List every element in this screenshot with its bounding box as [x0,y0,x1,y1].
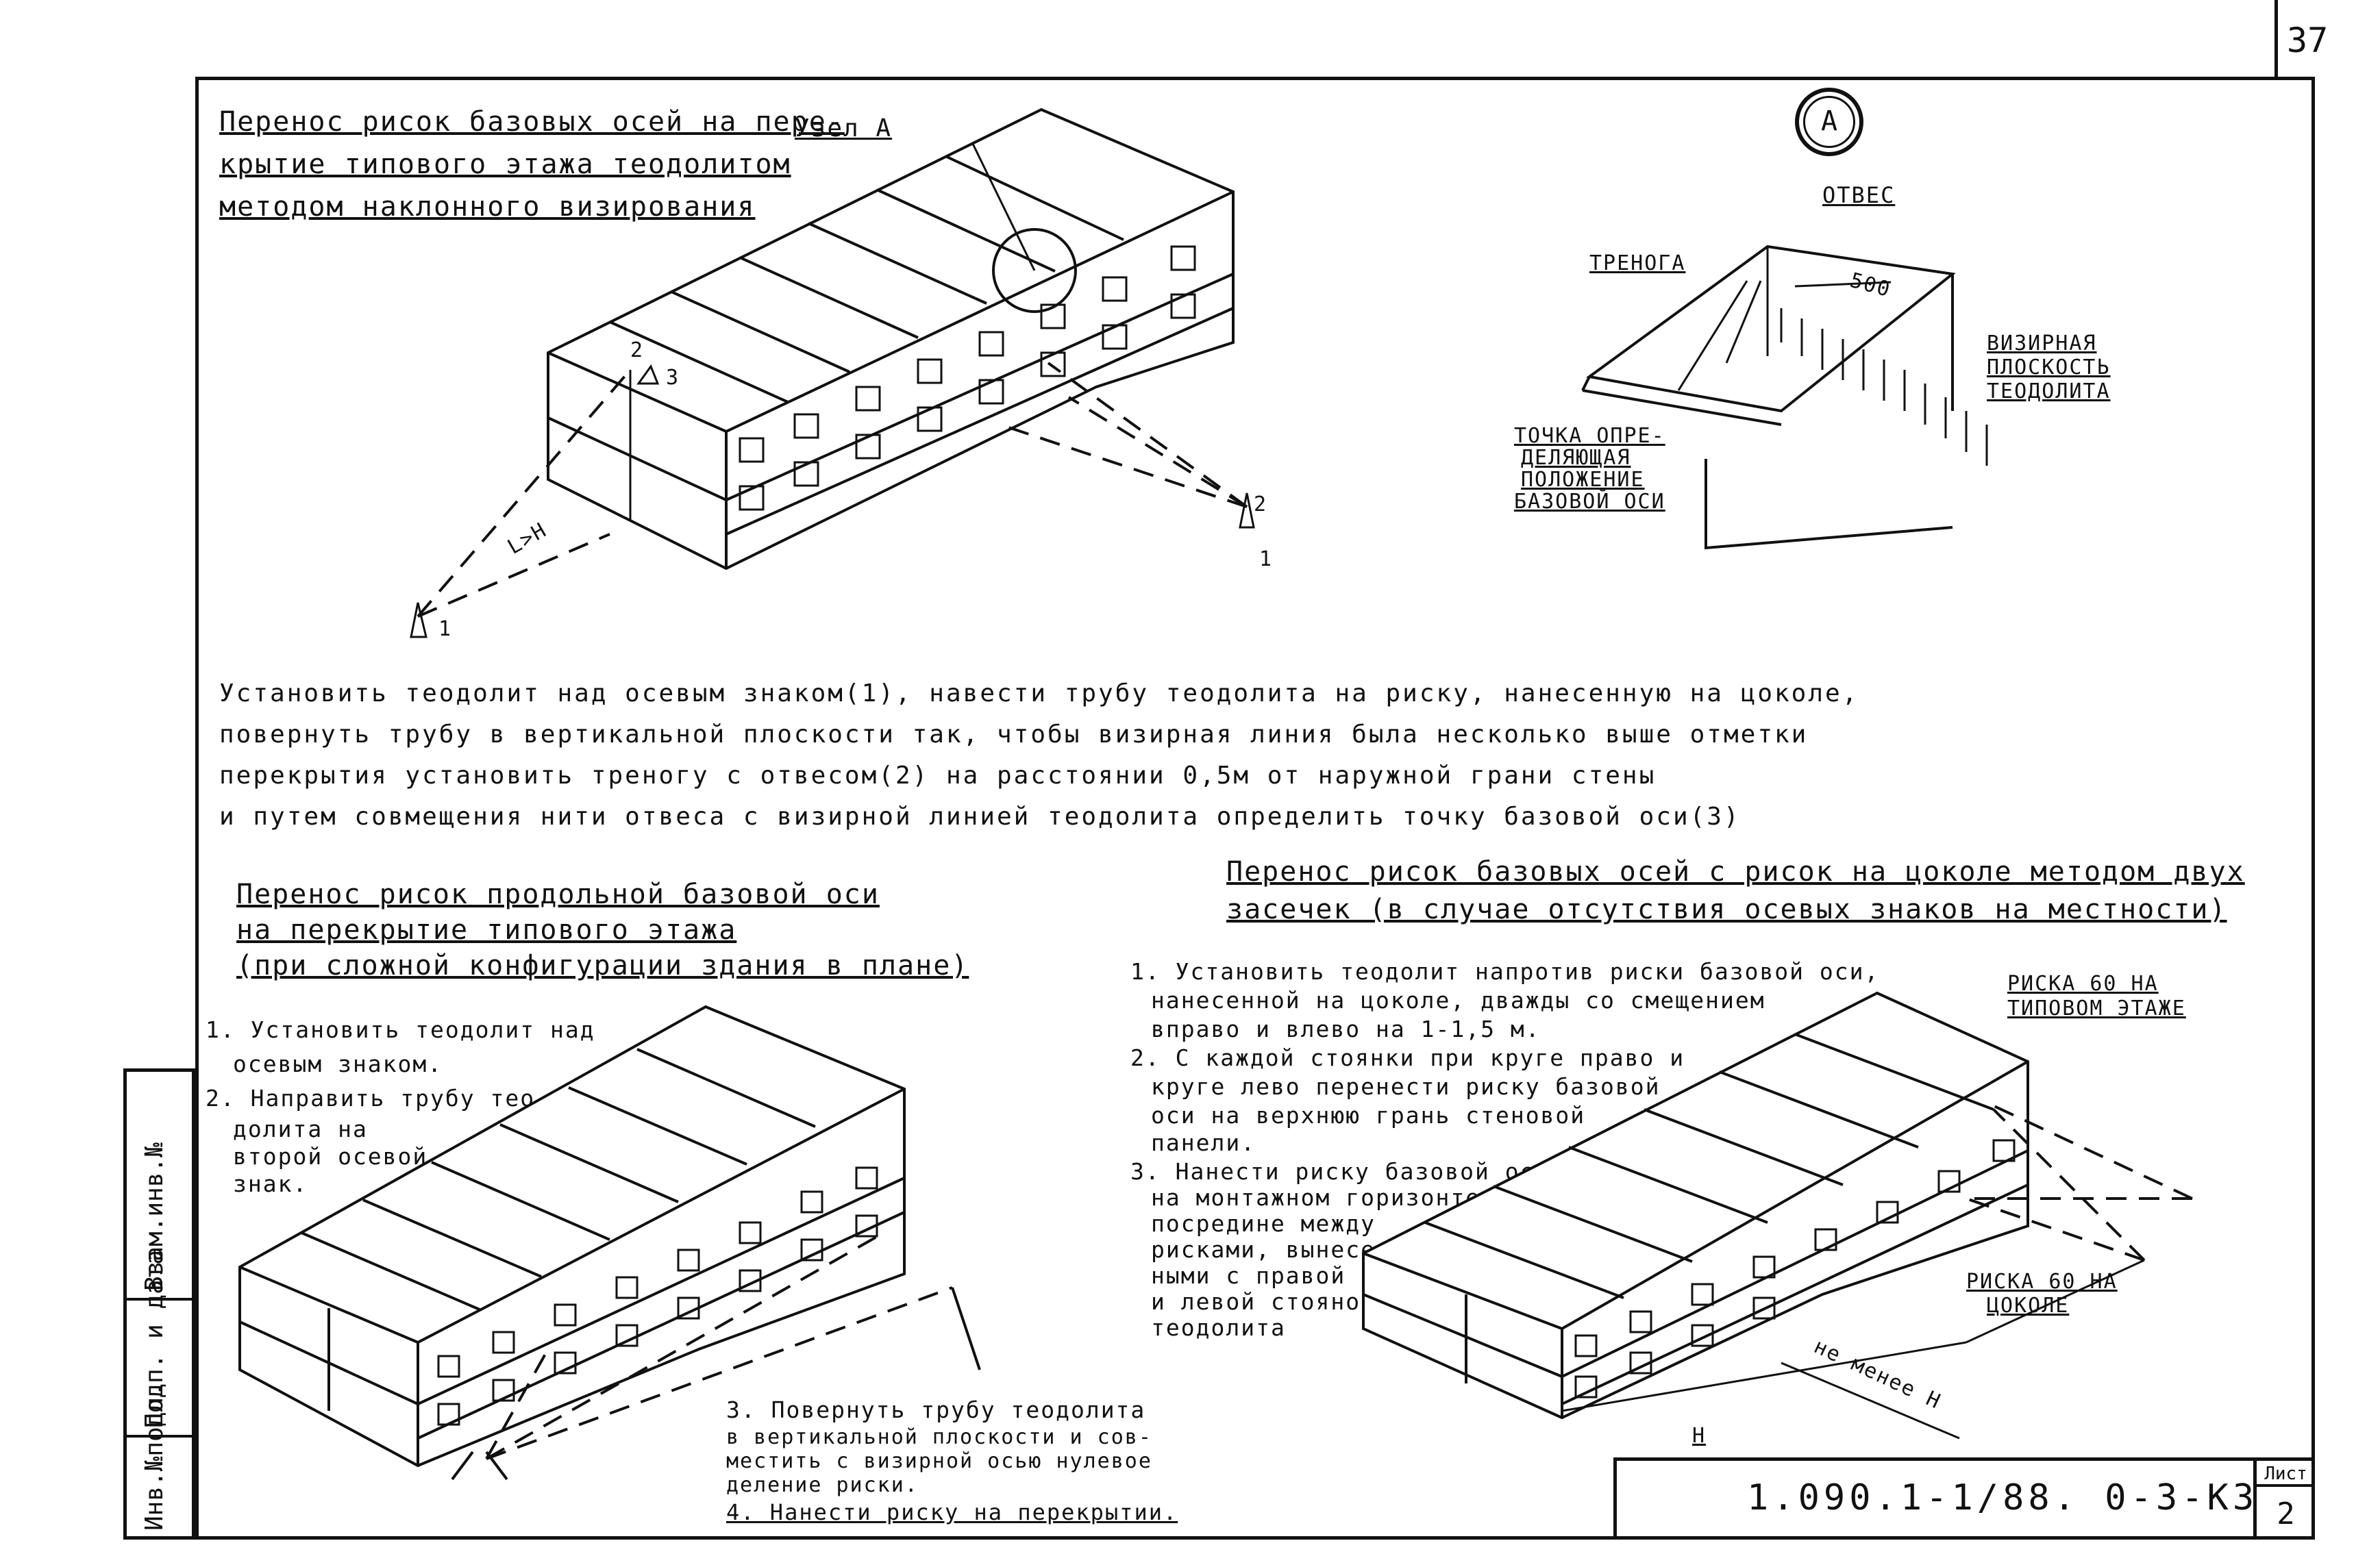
side-stamp: Инв.№подл. Подп. и дата Взам.инв.№ [123,1068,195,1540]
node-label: Узел А [795,114,893,142]
figure-two-resections [1356,966,2220,1445]
heading-top-line2: крытие типового этажа теодолитом [219,149,791,180]
left-step3a: 3. Повернуть трубу теодолита [726,1396,1146,1423]
right-step2c: оси на верхнюю грань стеновой [1151,1102,1586,1129]
left-step2a: 2. Направить трубу тео- [206,1085,550,1112]
fig1-label-2: 2 [630,338,645,362]
fig1-label-right-2: 2 [1254,492,1268,516]
left-step3c: местить с визирной осью нулевое [726,1449,1152,1473]
left-step1b: осевым знаком. [233,1051,443,1077]
left-step2b: долита на [233,1116,368,1142]
right-step3a: 3. Нанести риску базовой оси [1130,1158,1550,1185]
right-step1c: вправо и влево на 1-1,5 м. [1151,1016,1541,1042]
label-point-def-4: БАЗОВОЙ ОСИ [1514,490,1665,514]
left-step2d: знак. [233,1170,308,1197]
frame-edge [2274,0,2278,77]
heading-left-line3: (при сложной конфигурации здания в плане… [236,950,969,981]
node-a-marker: А [1795,88,1863,156]
right-step2b: круге лево перенести риску базовой [1151,1073,1661,1100]
instruction-line1: Установить теодолит над осевым знаком(1)… [219,679,1859,707]
label-point-def-3: ПОЛОЖЕНИЕ [1521,468,1645,492]
label-mark-floor-1: РИСКА 60 НА [2007,972,2159,996]
label-tripod: ТРЕНОГА [1589,251,1686,275]
label-mark-plinth-1: РИСКА 60 НА [1966,1270,2118,1294]
left-step2c: второй осевой [233,1143,428,1170]
sheet-label: Лист [2257,1464,2315,1487]
instruction-line3: перекрытия установить треногу с отвесом(… [219,762,1657,790]
heading-left-line2: на перекрытие типового этажа [236,914,737,946]
fig1-label-1: 1 [438,617,453,641]
label-mark-floor-2: ТИПОВОМ ЭТАЖЕ [2007,996,2186,1020]
label-point-def-2: ДЕЛЯЮЩАЯ [1521,446,1631,470]
heading-left-line1: Перенос рисок продольной базовой оси [236,879,880,910]
drawing-frame [195,77,2315,1540]
heading-top-line1: Перенос рисок базовых осей на пере- [219,106,845,138]
label-h: H [1692,1424,1707,1448]
right-step3f: и левой стоянок [1151,1288,1376,1315]
stamp-replace-inv: Взам.инв.№ [140,1142,169,1291]
heading-right-line2: засечек (в случае отсутствия осевых знак… [1226,894,2227,925]
figure-inclined-sighting [384,96,1343,657]
right-step2d: панели. [1151,1129,1256,1156]
left-step1a: 1. Установить теодолит над [206,1016,595,1043]
right-step3b: на монтажном горизонте [1151,1184,1481,1211]
label-plumb: ОТВЕС [1822,182,1896,208]
drawing-code: 1.090.1-1/88. 0-3-КЗ [1747,1477,2259,1518]
right-step3e: ными с правой [1151,1262,1346,1289]
figure-node-a-detail [1507,205,1988,575]
right-step2a: 2. С каждой стоянки при круге право и [1130,1044,1685,1071]
page-number: 37 [2287,21,2329,60]
left-step3b: в вертикальной плоскости и сов- [726,1425,1152,1449]
sheet-cell: Лист 2 [2253,1461,2315,1540]
instruction-line2: повернуть трубу в вертикальной плоскости… [219,720,1809,749]
right-step3g: теодолита [1151,1314,1286,1341]
heading-right-line1: Перенос рисок базовых осей с рисок на цо… [1226,856,2245,888]
label-sight-plane-2: ПЛОСКОСТЬ [1987,355,2111,379]
title-block: 1.090.1-1/88. 0-3-КЗ Лист 2 [1613,1457,2315,1540]
label-sight-plane-3: ТЕОДОЛИТА [1987,379,2111,403]
fig1-label-3: 3 [666,366,680,390]
sheet-number: 2 [2277,1496,2295,1531]
heading-top-line3: методом наклонного визирования [219,191,756,223]
figure-longitudinal-axis [233,986,993,1481]
fig1-label-right-1: 1 [1259,547,1274,571]
label-sight-plane-1: ВИЗИРНАЯ [1987,331,2097,355]
node-a-letter: А [1820,105,1838,137]
left-step4: 4. Нанести риску на перекрытии. [726,1499,1178,1525]
label-mark-plinth-2: ЦОКОЛЕ [1987,1294,2070,1318]
label-point-def-1: ТОЧКА ОПРЕ- [1514,424,1665,448]
right-step1a: 1. Установить теодолит напротив риски ба… [1130,958,1880,985]
right-step1b: нанесенной на цоколе, дважды со смещение… [1151,987,1765,1014]
left-step3d: деление риски. [726,1473,919,1497]
instruction-line4: и путем совмещения нити отвеса с визирно… [219,803,1741,831]
right-step3c: посредине между [1151,1210,1376,1237]
